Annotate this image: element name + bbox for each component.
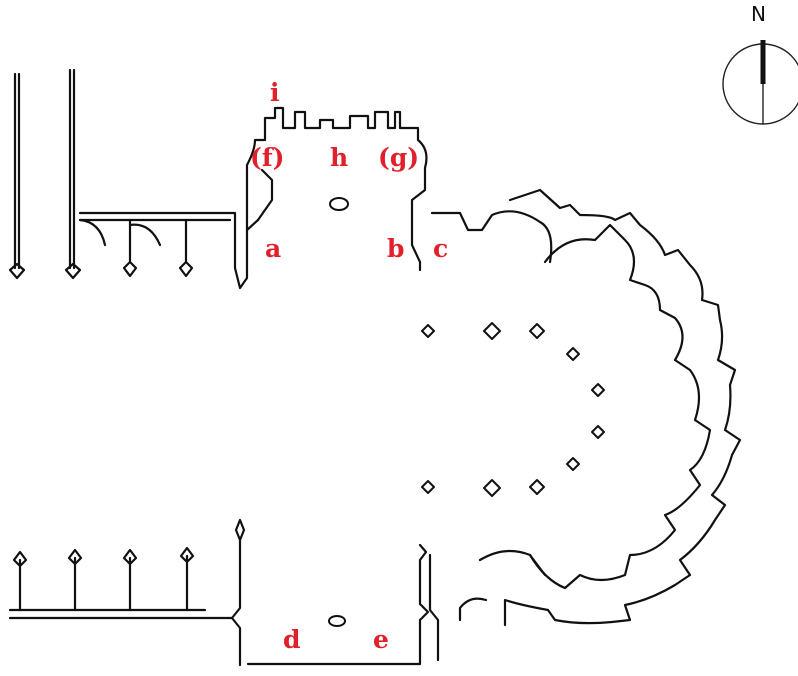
pier-e1 bbox=[591, 383, 605, 397]
pier-south-1 bbox=[12, 550, 28, 612]
choir-north-wall bbox=[430, 210, 553, 264]
pier-south-2 bbox=[67, 548, 83, 612]
choir-south-vault bbox=[478, 549, 547, 577]
north-tower-block bbox=[233, 106, 428, 290]
column-base-1 bbox=[8, 262, 26, 280]
choir-piers bbox=[421, 322, 605, 497]
pier-north-1 bbox=[122, 218, 138, 278]
label-f: (f) bbox=[250, 143, 285, 172]
pier-s4 bbox=[566, 457, 580, 471]
label-e: e bbox=[373, 625, 389, 654]
label-b: b bbox=[387, 234, 405, 263]
pier-e2 bbox=[591, 425, 605, 439]
nave-south-colonnade bbox=[8, 546, 234, 620]
apse-outer-wall bbox=[503, 188, 742, 627]
pier-north-2 bbox=[178, 218, 194, 278]
choir-south-bay bbox=[458, 597, 488, 622]
pier-s3 bbox=[529, 479, 545, 495]
tower-pier bbox=[329, 197, 349, 211]
pier-n2 bbox=[483, 322, 501, 340]
label-a: a bbox=[265, 234, 282, 263]
pier-s1 bbox=[421, 480, 435, 494]
label-d: d bbox=[283, 625, 301, 654]
pier-n4 bbox=[566, 347, 580, 361]
vault-arc-2 bbox=[128, 223, 162, 247]
column-base-2 bbox=[64, 262, 82, 280]
label-i: i bbox=[270, 78, 280, 107]
pier-south-4 bbox=[179, 546, 195, 612]
south-transept bbox=[230, 518, 430, 667]
tower-outline bbox=[245, 106, 428, 272]
west-pier-a bbox=[233, 228, 249, 290]
tower-inner-west bbox=[245, 168, 274, 232]
choir-south-pier bbox=[428, 553, 440, 662]
compass-north-label: N bbox=[751, 2, 766, 26]
compass-rose-icon bbox=[722, 40, 798, 125]
south-west-pier bbox=[230, 518, 246, 667]
aisle-wall-north bbox=[78, 211, 237, 232]
apse-inner-wall bbox=[528, 223, 712, 590]
label-g: (g) bbox=[378, 143, 420, 172]
pier-n1 bbox=[421, 324, 435, 338]
pier-s2 bbox=[483, 479, 501, 497]
label-c: c bbox=[433, 234, 449, 263]
choir-apse bbox=[428, 188, 742, 662]
label-h: h bbox=[330, 143, 349, 172]
vault-arc-1 bbox=[78, 218, 107, 247]
pier-n3 bbox=[529, 323, 545, 339]
south-transept-wall bbox=[246, 543, 430, 666]
nave-north-colonnade bbox=[8, 68, 237, 280]
pier-south-3 bbox=[122, 548, 138, 612]
south-pier bbox=[328, 615, 346, 627]
